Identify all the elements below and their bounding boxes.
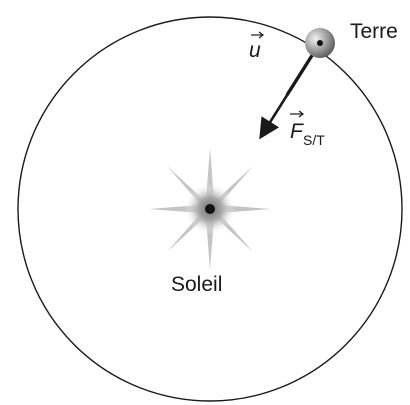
- unit-vector-symbol: u: [249, 39, 261, 62]
- earth-center: [317, 40, 323, 46]
- sun-center: [205, 204, 215, 214]
- force-subscript: S/T: [303, 132, 325, 148]
- earth-label: Terre: [350, 20, 398, 43]
- unit-vector-label: u: [249, 31, 264, 62]
- sun-label: Soleil: [171, 273, 222, 296]
- force-label: F S/T: [290, 110, 325, 148]
- orbit-circle: [17, 16, 403, 402]
- sun: [149, 148, 271, 270]
- force-symbol: F: [290, 120, 304, 143]
